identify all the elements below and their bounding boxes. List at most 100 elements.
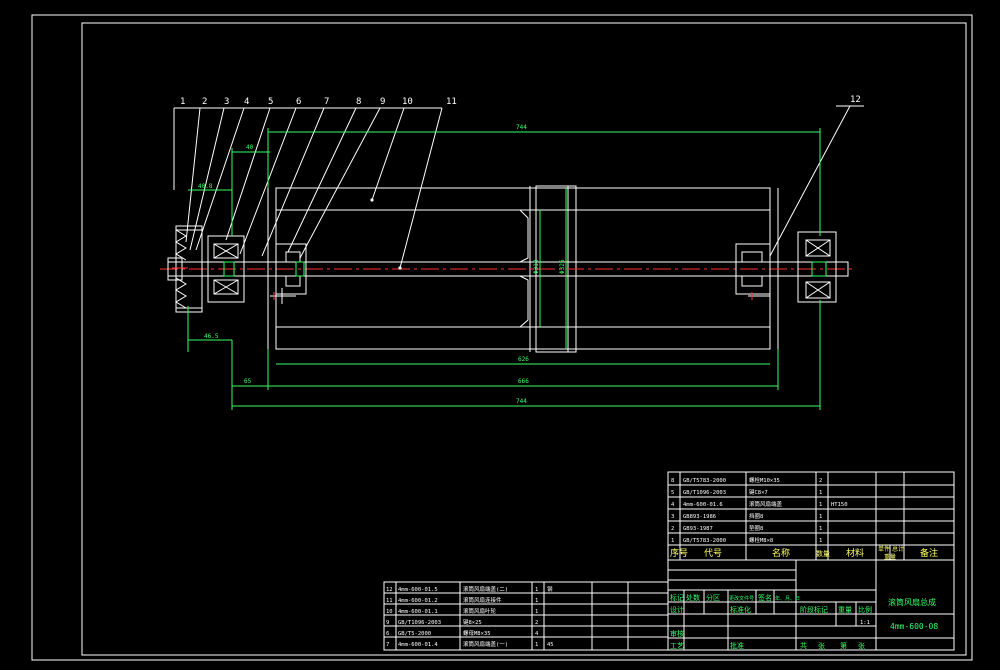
tb-zone: 分区	[706, 593, 720, 602]
balloon-4: 4	[244, 97, 249, 107]
lt-r2-name: 滚筒风扇连接件	[463, 596, 502, 604]
tb-stage: 阶段标记	[800, 605, 828, 614]
tb-part-name: 滚筒风扇总成	[888, 597, 936, 607]
tb-tag: 标记	[670, 593, 684, 602]
dimensions: 744 40 40.8 46.5 626 666 65 744 Φ318 Φ32…	[187, 124, 821, 410]
pt-r3-qty: 1	[819, 502, 822, 508]
dim-left-a: 40	[246, 144, 254, 151]
right-bearing-top	[805, 239, 831, 257]
lt-r6-material: 45	[547, 642, 554, 648]
lt-r2-code: 4mm-600-01.2	[398, 598, 438, 604]
left-bearing-housing	[207, 235, 245, 303]
lt-r3-no: 10	[386, 609, 393, 615]
leader-9	[299, 107, 381, 259]
left-cap-key	[295, 261, 305, 277]
parts-table-upper: 8 GB/T5783-2000 螺栓M10×35 2 5 GB/T1096-20…	[667, 471, 955, 561]
lt-r5-no: 6	[386, 631, 389, 637]
dim-bottom-a: 626	[518, 356, 529, 363]
right-cap-body	[735, 243, 771, 295]
tb-process: 工艺	[670, 642, 684, 650]
pt-r6-name: 螺栓M8×8	[749, 536, 773, 544]
tb-sheet-total: 共	[800, 641, 807, 650]
dim-dia-a: Φ318	[533, 259, 540, 274]
dim-top-overall: 744	[516, 124, 527, 131]
balloon-9: 9	[380, 97, 385, 107]
balloon-leaders: 1 2 3 4 5 6 7 8 9 10 11 12	[173, 95, 864, 270]
pt-r1-no: 8	[671, 478, 674, 484]
tb-approve: 批准	[730, 641, 744, 650]
lt-r1-qty: 1	[535, 587, 538, 593]
drum-shell-bottom	[275, 326, 771, 350]
pt-r4-qty: 1	[819, 514, 822, 520]
pt-header-no: 序号	[670, 547, 688, 559]
pt-r3-name: 滚筒风扇端盖	[749, 500, 783, 508]
lt-r5-qty: 4	[535, 631, 539, 637]
pt-header-code: 代号	[704, 548, 722, 559]
left-bearing-x2	[213, 243, 239, 259]
pt-r2-name: 键C8×7	[749, 488, 768, 496]
leader-2	[185, 107, 201, 243]
left-bearing-bottom	[213, 279, 239, 295]
leader-3	[189, 107, 225, 251]
dim-dia-b: Φ326	[559, 259, 566, 274]
pt-r6-no: 1	[671, 538, 674, 544]
pt-r4-code: GB893-1986	[683, 514, 716, 520]
lt-r1-code: 4mm-600-01.5	[398, 587, 438, 593]
pt-header-total: 总计	[892, 545, 904, 553]
left-bearing-top	[213, 243, 239, 259]
pt-r2-no: 5	[671, 490, 674, 496]
pt-r3-code: 4mm-600-01.6	[683, 502, 723, 508]
tb-scale: 比例	[858, 605, 872, 614]
tb-sheet-label2: 张	[858, 641, 865, 650]
left-bearing-x4	[213, 279, 239, 295]
inner-border	[81, 22, 967, 656]
pt-r6-code: GB/T5783-2000	[683, 538, 726, 544]
left-cap-bearing-bottom	[285, 275, 301, 287]
right-cap-bearing-bottom	[741, 275, 763, 287]
pulley-grooves-bottom	[175, 277, 187, 309]
tb-sheet-label: 张	[818, 641, 825, 650]
lt-r4-name: 键8×25	[463, 618, 482, 626]
lt-r2-qty: 1	[535, 598, 538, 604]
parts-table-lower: 12 4mm-600-01.5 滚筒风扇端盖(二) 1 钢 11 4mm-600…	[383, 581, 669, 651]
lt-r1-name: 滚筒风扇端盖(二)	[463, 585, 508, 593]
tb-weight: 重量	[838, 606, 852, 614]
balloon-10: 10	[402, 97, 413, 107]
pt-r6-qty: 1	[819, 538, 822, 544]
pt-header-unit: 单件	[878, 545, 890, 553]
pt-r1-name: 螺栓M10×35	[749, 476, 780, 484]
balloon-6: 6	[296, 97, 301, 107]
leader-8	[287, 107, 357, 253]
right-end-cap	[735, 243, 771, 300]
leader-5	[225, 107, 271, 241]
leader-dot-11	[398, 266, 402, 270]
pt-r3-material: HT150	[831, 502, 848, 508]
lt-r4-no: 9	[386, 620, 389, 626]
pt-r2-qty: 1	[819, 490, 822, 496]
dim-left-b: 40.8	[198, 183, 213, 190]
balloon-12: 12	[850, 95, 861, 105]
title-block: 标记 处数 分区 更改文件号 签名 年、月、日 设计 标准化 阶段标记 重量 比…	[667, 559, 955, 651]
pt-r4-name: 挡圈8	[749, 512, 763, 520]
left-cap-bearing-top	[285, 251, 301, 263]
dim-left-c: 46.5	[204, 333, 219, 340]
lt-r3-name: 滚筒风扇叶轮	[463, 607, 497, 615]
tb-count: 处数	[686, 593, 700, 602]
lt-r3-qty: 1	[535, 609, 538, 615]
leader-10	[371, 107, 405, 201]
pt-r2-code: GB/T1096-2003	[683, 490, 726, 496]
pulley-grooves-top	[175, 229, 187, 261]
pt-r5-code: GB93-1987	[683, 526, 713, 532]
balloon-1: 1	[180, 97, 185, 107]
left-seal	[223, 261, 235, 277]
dim-bottom-left: 65	[244, 378, 252, 385]
tb-scale-value: 1:1	[860, 620, 870, 626]
pt-header-name: 名称	[772, 547, 790, 559]
right-bearing-x4	[805, 281, 831, 299]
pt-r4-no: 3	[671, 514, 674, 520]
lt-r4-qty: 2	[535, 620, 538, 626]
leader-4	[195, 107, 245, 251]
lt-r6-qty: 1	[535, 642, 538, 648]
right-bearing-housing	[797, 231, 837, 303]
